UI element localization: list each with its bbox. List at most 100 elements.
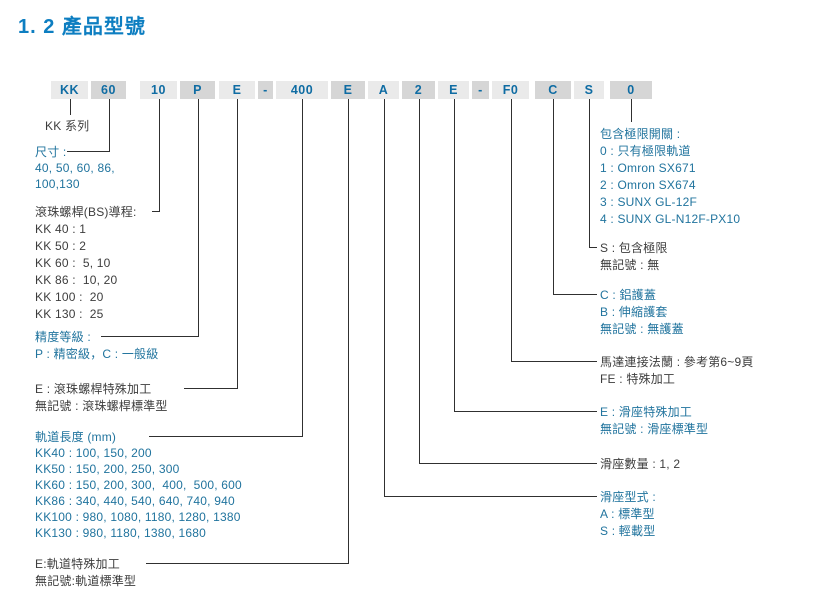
annotation-bs-lead-line: KK 40 : 1 [35, 222, 87, 236]
connector-hline-rail-special [146, 563, 349, 564]
connector-vline-bs-special [237, 99, 238, 389]
annotation-rail-length-line: KK60 : 150, 200, 300, 400, 500, 600 [35, 478, 242, 492]
annotation-bs-special: E : 滾珠螺桿特殊加工無記號 : 滾珠螺桿標準型 [35, 381, 168, 415]
connector-hline-precision [101, 336, 199, 337]
annotation-block-special-line: E : 滑座特殊加工 [600, 405, 693, 419]
annotation-kk-series: KK 系列 [45, 118, 89, 135]
model-segment-p: P [180, 81, 215, 99]
connector-vline-rail-special [348, 99, 349, 564]
connector-hline-block-qty [419, 463, 597, 464]
annotation-precision-line: P : 精密級，C : 一般級 [35, 347, 159, 361]
connector-vline-rail-length [302, 99, 303, 437]
connector-vline-cover [553, 99, 554, 295]
model-segment-10: 10 [140, 81, 177, 99]
model-segment-e: E [438, 81, 469, 99]
annotation-motor-flange: 馬達連接法蘭 : 參考第6~9頁 FE : 特殊加工 [600, 354, 754, 388]
annotation-cover-line: 無記號 : 無護蓋 [600, 322, 684, 336]
annotation-cover-line: B : 伸縮護套 [600, 305, 668, 319]
annotation-rail-length-line: KK86 : 340, 440, 540, 640, 740, 940 [35, 494, 235, 508]
connector-vline-block-type [384, 99, 385, 497]
annotation-rail-special-line: 無記號:軌道標準型 [35, 574, 137, 588]
connector-vline-block-special [454, 99, 455, 412]
connector-hline-limit [589, 247, 597, 248]
annotation-rail-length-line: KK100 : 980, 1080, 1180, 1280, 1380 [35, 510, 241, 524]
connector-vline-kk-series [70, 99, 71, 115]
connector-hline-cover [553, 294, 597, 295]
annotation-limit-switch-line: 3 : SUNX GL-12F [600, 195, 698, 209]
model-segment-400: 400 [276, 81, 328, 99]
annotation-rail-length-line: 軌道長度 (mm) [35, 430, 117, 444]
annotation-size: 尺寸 : 40, 50, 60, 86, 100,130 [35, 144, 115, 192]
model-segment-a: A [368, 81, 399, 99]
annotation-limit-switch: 包含極限開關 : 0 : 只有極限軌道 1 : Omron SX671 2 : Omr… [600, 126, 740, 228]
annotation-limit: S : 包含極限無記號 : 無 [600, 240, 668, 274]
annotation-rail-special-line: E:軌道特殊加工 [35, 557, 120, 571]
model-segment-e: E [219, 81, 255, 99]
model-segment-60: 60 [91, 81, 126, 99]
annotation-motor-flange-line: 馬達連接法蘭 : 參考第6~9頁 [600, 355, 754, 369]
connector-vline-block-qty [419, 99, 420, 464]
annotation-motor-flange-line: FE : 特殊加工 [600, 372, 676, 386]
annotation-cover: C : 鋁護蓋 B : 伸縮護套無記號 : 無護蓋 [600, 287, 684, 338]
model-segment-f0: F0 [492, 81, 529, 99]
connector-vline-precision [198, 99, 199, 337]
annotation-block-qty-line: 滑座數量 : 1, 2 [600, 457, 681, 471]
annotation-limit-switch-line: 1 : Omron SX671 [600, 161, 696, 175]
annotation-bs-special-line: E : 滾珠螺桿特殊加工 [35, 382, 152, 396]
model-segment-s: S [574, 81, 604, 99]
annotation-block-special-line: 無記號 : 滑座標準型 [600, 422, 709, 436]
model-segment-e: E [331, 81, 365, 99]
annotation-bs-lead-line: 滾珠螺桿(BS)導程: [35, 205, 137, 219]
annotation-size-line: 尺寸 : [35, 145, 67, 159]
connector-hline-size [67, 151, 110, 152]
annotation-block-type: 滑座型式 : A : 標準型 S : 輕載型 [600, 489, 656, 540]
annotation-limit-line: 無記號 : 無 [600, 258, 660, 272]
connector-vline-limit-switch [631, 99, 632, 122]
annotation-precision: 精度等級 : P : 精密級，C : 一般級 [35, 329, 158, 363]
annotation-limit-line: S : 包含極限 [600, 241, 668, 255]
annotation-limit-switch-line: 2 : Omron SX674 [600, 178, 696, 192]
connector-hline-rail-length [149, 436, 303, 437]
connector-vline-motor-flange [511, 99, 512, 362]
model-segment-dash-11: - [472, 81, 489, 99]
annotation-cover-line: C : 鋁護蓋 [600, 288, 657, 302]
annotation-rail-special: E:軌道特殊加工無記號:軌道標準型 [35, 556, 136, 590]
annotation-bs-lead-line: KK 60 : 5, 10 [35, 256, 111, 270]
model-segment-c: C [535, 81, 571, 99]
annotation-rail-length-line: KK50 : 150, 200, 250, 300 [35, 462, 180, 476]
model-segment-dash-5: - [258, 81, 273, 99]
annotation-rail-length-line: KK40 : 100, 150, 200 [35, 446, 152, 460]
annotation-limit-switch-line: 4 : SUNX GL-N12F-PX10 [600, 212, 741, 226]
connector-vline-limit [589, 99, 590, 248]
connector-hline-block-special [454, 411, 597, 412]
model-segment-0: 0 [610, 81, 652, 99]
annotation-kk-series-line: KK 系列 [45, 119, 90, 133]
annotation-limit-switch-line: 0 : 只有極限軌道 [600, 144, 691, 158]
connector-hline-bs-special [184, 388, 238, 389]
connector-hline-motor-flange [511, 361, 597, 362]
page-title: 1. 2 產品型號 [18, 16, 146, 38]
connector-vline-size [109, 99, 110, 152]
connector-hline-block-type [384, 496, 597, 497]
annotation-block-type-line: A : 標準型 [600, 507, 655, 521]
annotation-bs-lead-line: KK 100 : 20 [35, 290, 104, 304]
annotation-size-line: 100,130 [35, 177, 80, 191]
model-segment-2: 2 [402, 81, 435, 99]
annotation-block-type-line: S : 輕載型 [600, 524, 656, 538]
annotation-bs-special-line: 無記號 : 滾珠螺桿標準型 [35, 399, 168, 413]
annotation-bs-lead-line: KK 130 : 25 [35, 307, 104, 321]
annotation-block-qty: 滑座數量 : 1, 2 [600, 456, 680, 473]
connector-hline-bs-lead [152, 211, 160, 212]
annotation-limit-switch-line: 包含極限開關 : [600, 127, 681, 141]
annotation-bs-lead-line: KK 86 : 10, 20 [35, 273, 118, 287]
annotation-bs-lead: 滾珠螺桿(BS)導程: KK 40 : 1 KK 50 : 2 KK 60 : 5, … [35, 204, 137, 323]
annotation-block-type-line: 滑座型式 : [600, 490, 656, 504]
connector-vline-bs-lead [159, 99, 160, 212]
annotation-bs-lead-line: KK 50 : 2 [35, 239, 87, 253]
annotation-size-line: 40, 50, 60, 86, [35, 161, 115, 175]
model-segment-kk: KK [51, 81, 88, 99]
annotation-precision-line: 精度等級 : [35, 330, 91, 344]
annotation-rail-length-line: KK130 : 980, 1180, 1380, 1680 [35, 526, 207, 540]
